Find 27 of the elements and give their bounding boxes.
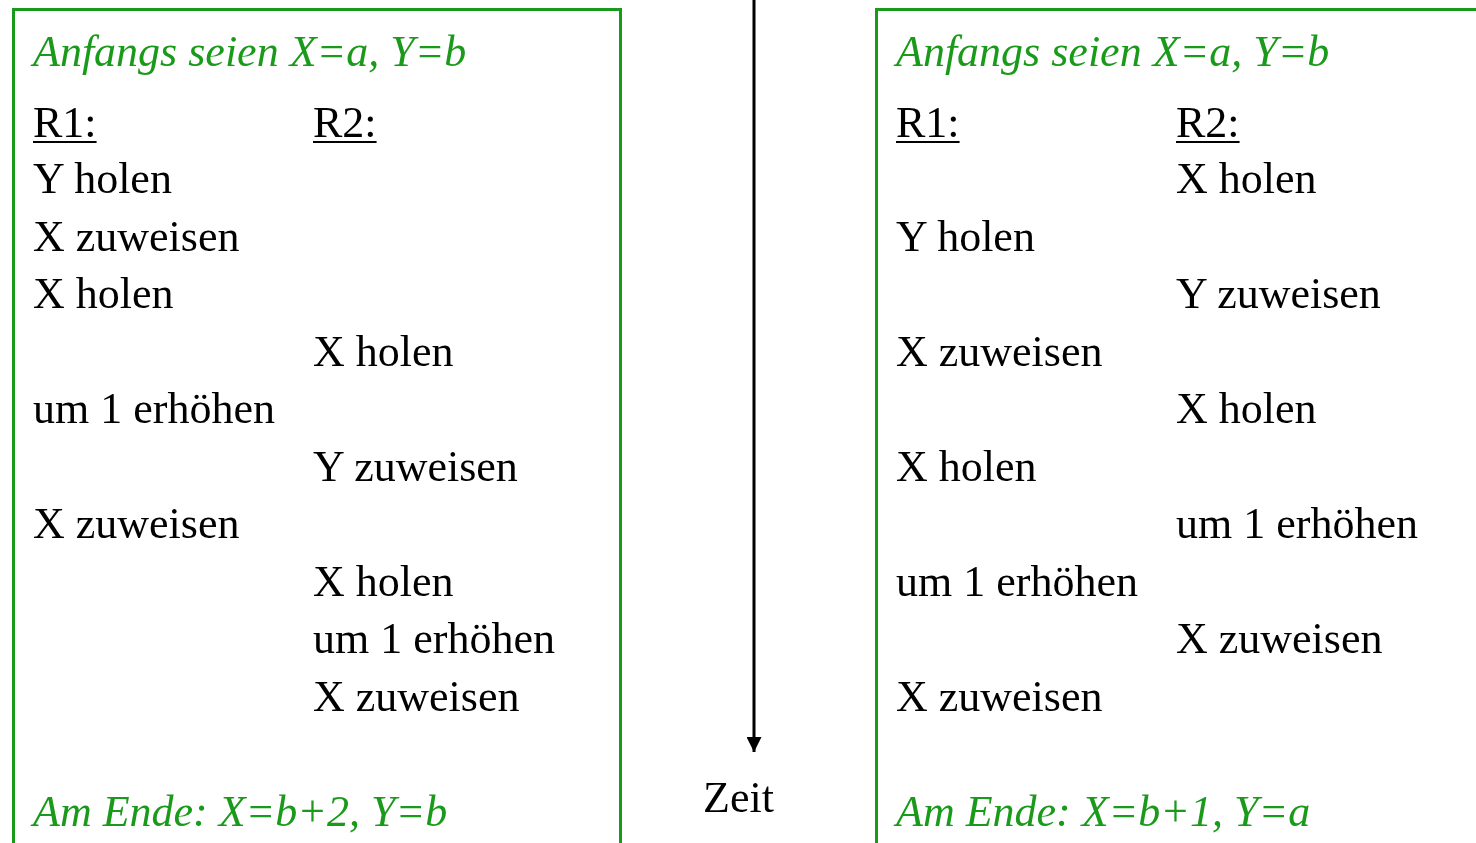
step-text: Y zuweisen (313, 444, 518, 489)
step-text: Y holen (896, 214, 1035, 259)
step-text: X holen (313, 559, 454, 604)
step-text: X zuweisen (313, 674, 520, 719)
column-header: R1: (896, 101, 960, 145)
step-text: X zuweisen (1176, 617, 1383, 661)
step-text: Y zuweisen (1176, 272, 1381, 316)
step-text: um 1 erhöhen (33, 387, 275, 431)
step-text: X zuweisen (33, 502, 240, 546)
step-text: X holen (1176, 157, 1317, 201)
step-text: um 1 erhöhen (313, 617, 555, 661)
step-text: X holen (1176, 387, 1317, 431)
time-label: Zeit (703, 776, 774, 820)
step-text: Y holen (33, 157, 172, 201)
step-text: X zuweisen (896, 329, 1103, 374)
step-text: X holen (33, 272, 174, 316)
column-header: R2: (1176, 101, 1240, 145)
step-text: X holen (313, 329, 454, 374)
step-text: X zuweisen (896, 674, 1103, 719)
schedule-panel (875, 8, 1476, 843)
column-header: R1: (33, 101, 97, 145)
schedule-panel (12, 8, 622, 843)
step-text: X holen (896, 444, 1037, 489)
step-text: X zuweisen (33, 214, 240, 259)
step-text: um 1 erhöhen (896, 559, 1138, 604)
step-text: um 1 erhöhen (1176, 502, 1418, 546)
column-header: R2: (313, 101, 377, 145)
